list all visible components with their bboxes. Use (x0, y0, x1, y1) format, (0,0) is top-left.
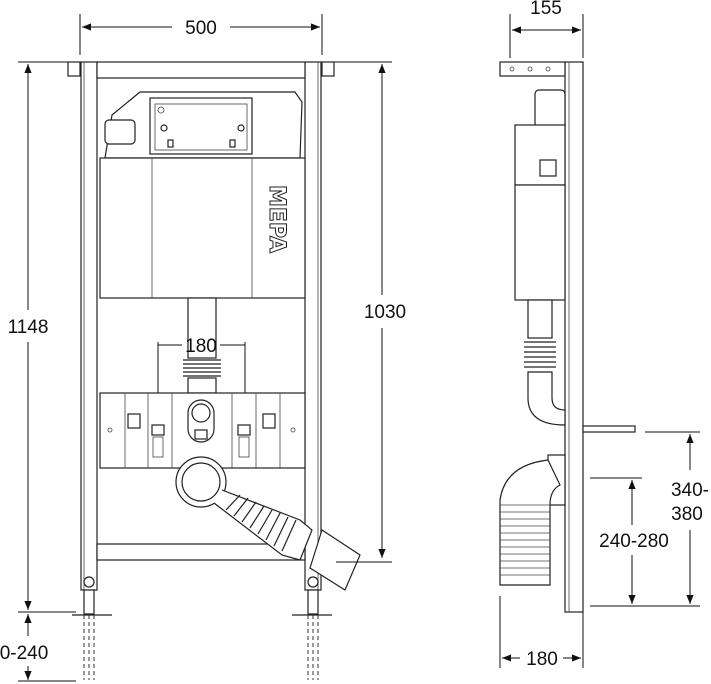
base-depth-label: 180 (526, 649, 558, 670)
flush-pipe (183, 297, 221, 394)
total-height-label: 1148 (8, 317, 49, 338)
side-drain-bend (499, 459, 561, 586)
mepa-logo: MEPA (264, 185, 289, 253)
frame-height-label: 1030 (364, 302, 406, 323)
mounting-plate (99, 392, 392, 591)
outlet-height-label-line2: 380 (671, 504, 703, 525)
depth-label: 155 (530, 0, 562, 19)
top-bracket (499, 61, 566, 77)
drain-height-dimension: 240-280 (590, 477, 669, 604)
supply-spacing-dimension: 180 (157, 336, 246, 420)
front-view: 500 1148 0-240 1030 (0, 14, 406, 682)
feet (72, 576, 332, 680)
supply-spacing-label: 180 (185, 336, 217, 357)
side-cistern (514, 89, 636, 506)
drain-height-label: 240-280 (599, 531, 669, 552)
total-height-dimension: 1148 0-240 (0, 61, 76, 682)
outlet-height-label-line1: 340- (671, 480, 709, 501)
cistern: MEPA (99, 91, 306, 299)
foot-adjust-label: 0-240 (0, 643, 48, 664)
width-label: 500 (185, 18, 217, 39)
width-dimension: 500 (79, 14, 323, 55)
base-depth-dimension: 180 (499, 596, 584, 670)
side-frame (564, 61, 584, 613)
depth-dimension: 155 (509, 0, 584, 58)
side-view: 155 34 (499, 0, 709, 670)
frame-height-dimension: 1030 (330, 61, 406, 558)
outlet-height-dimension: 340- 380 (590, 431, 709, 607)
bellows (183, 359, 221, 377)
